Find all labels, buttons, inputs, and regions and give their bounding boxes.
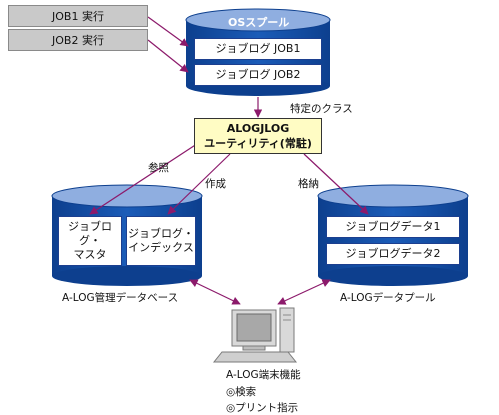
job-log-index-box: ジョブログ・ インデックス bbox=[126, 216, 196, 266]
spool-item-job2: ジョブログ JOB2 bbox=[194, 64, 322, 86]
job-log-data1-box: ジョブログデータ1 bbox=[326, 216, 460, 238]
job2-run-box: JOB2 実行 bbox=[8, 29, 148, 51]
arrow-db-terminal bbox=[189, 279, 241, 305]
spool-item-job1: ジョブログ JOB1 bbox=[194, 38, 322, 60]
class-label: 特定のクラス bbox=[290, 103, 353, 115]
job-log-data2-box: ジョブログデータ2 bbox=[326, 243, 460, 265]
terminal-caption: A-LOG端末機能 bbox=[226, 369, 301, 381]
computer-terminal-icon bbox=[212, 307, 298, 363]
arrow-utility-to-pool bbox=[303, 153, 369, 215]
job-log-master-box: ジョブログ・ マスタ bbox=[58, 216, 122, 266]
master-line1: ジョブログ・ bbox=[68, 220, 112, 247]
spool-title: OSスプール bbox=[228, 16, 290, 29]
data-pool-caption: A-LOGデータプール bbox=[340, 292, 436, 304]
job1-run-box: JOB1 実行 bbox=[8, 5, 148, 27]
arrow-job2-to-spool bbox=[147, 39, 189, 73]
label-create: 作成 bbox=[205, 178, 226, 190]
label-store: 格納 bbox=[298, 178, 319, 190]
alogjlog-utility-box: ALOGJLOG ユーティリティ(常駐) bbox=[194, 118, 322, 154]
utility-description: ユーティリティ(常駐) bbox=[204, 137, 312, 150]
utility-name: ALOGJLOG bbox=[226, 122, 290, 135]
arrow-pool-terminal bbox=[277, 279, 331, 305]
arrows bbox=[89, 16, 369, 305]
terminal-function-print: ◎プリント指示 bbox=[226, 402, 299, 414]
master-line2: マスタ bbox=[73, 248, 107, 261]
arrow-utility-to-index bbox=[167, 153, 231, 215]
arrow-job1-to-spool bbox=[147, 16, 189, 47]
arrow-utility-to-master bbox=[89, 137, 207, 215]
terminal-function-search: ◎検索 bbox=[226, 386, 257, 398]
management-db-caption: A-LOG管理データベース bbox=[62, 292, 179, 304]
index-line1: ジョブログ・ bbox=[128, 227, 194, 240]
index-line2: インデックス bbox=[128, 241, 194, 254]
label-reference: 参照 bbox=[148, 162, 169, 174]
